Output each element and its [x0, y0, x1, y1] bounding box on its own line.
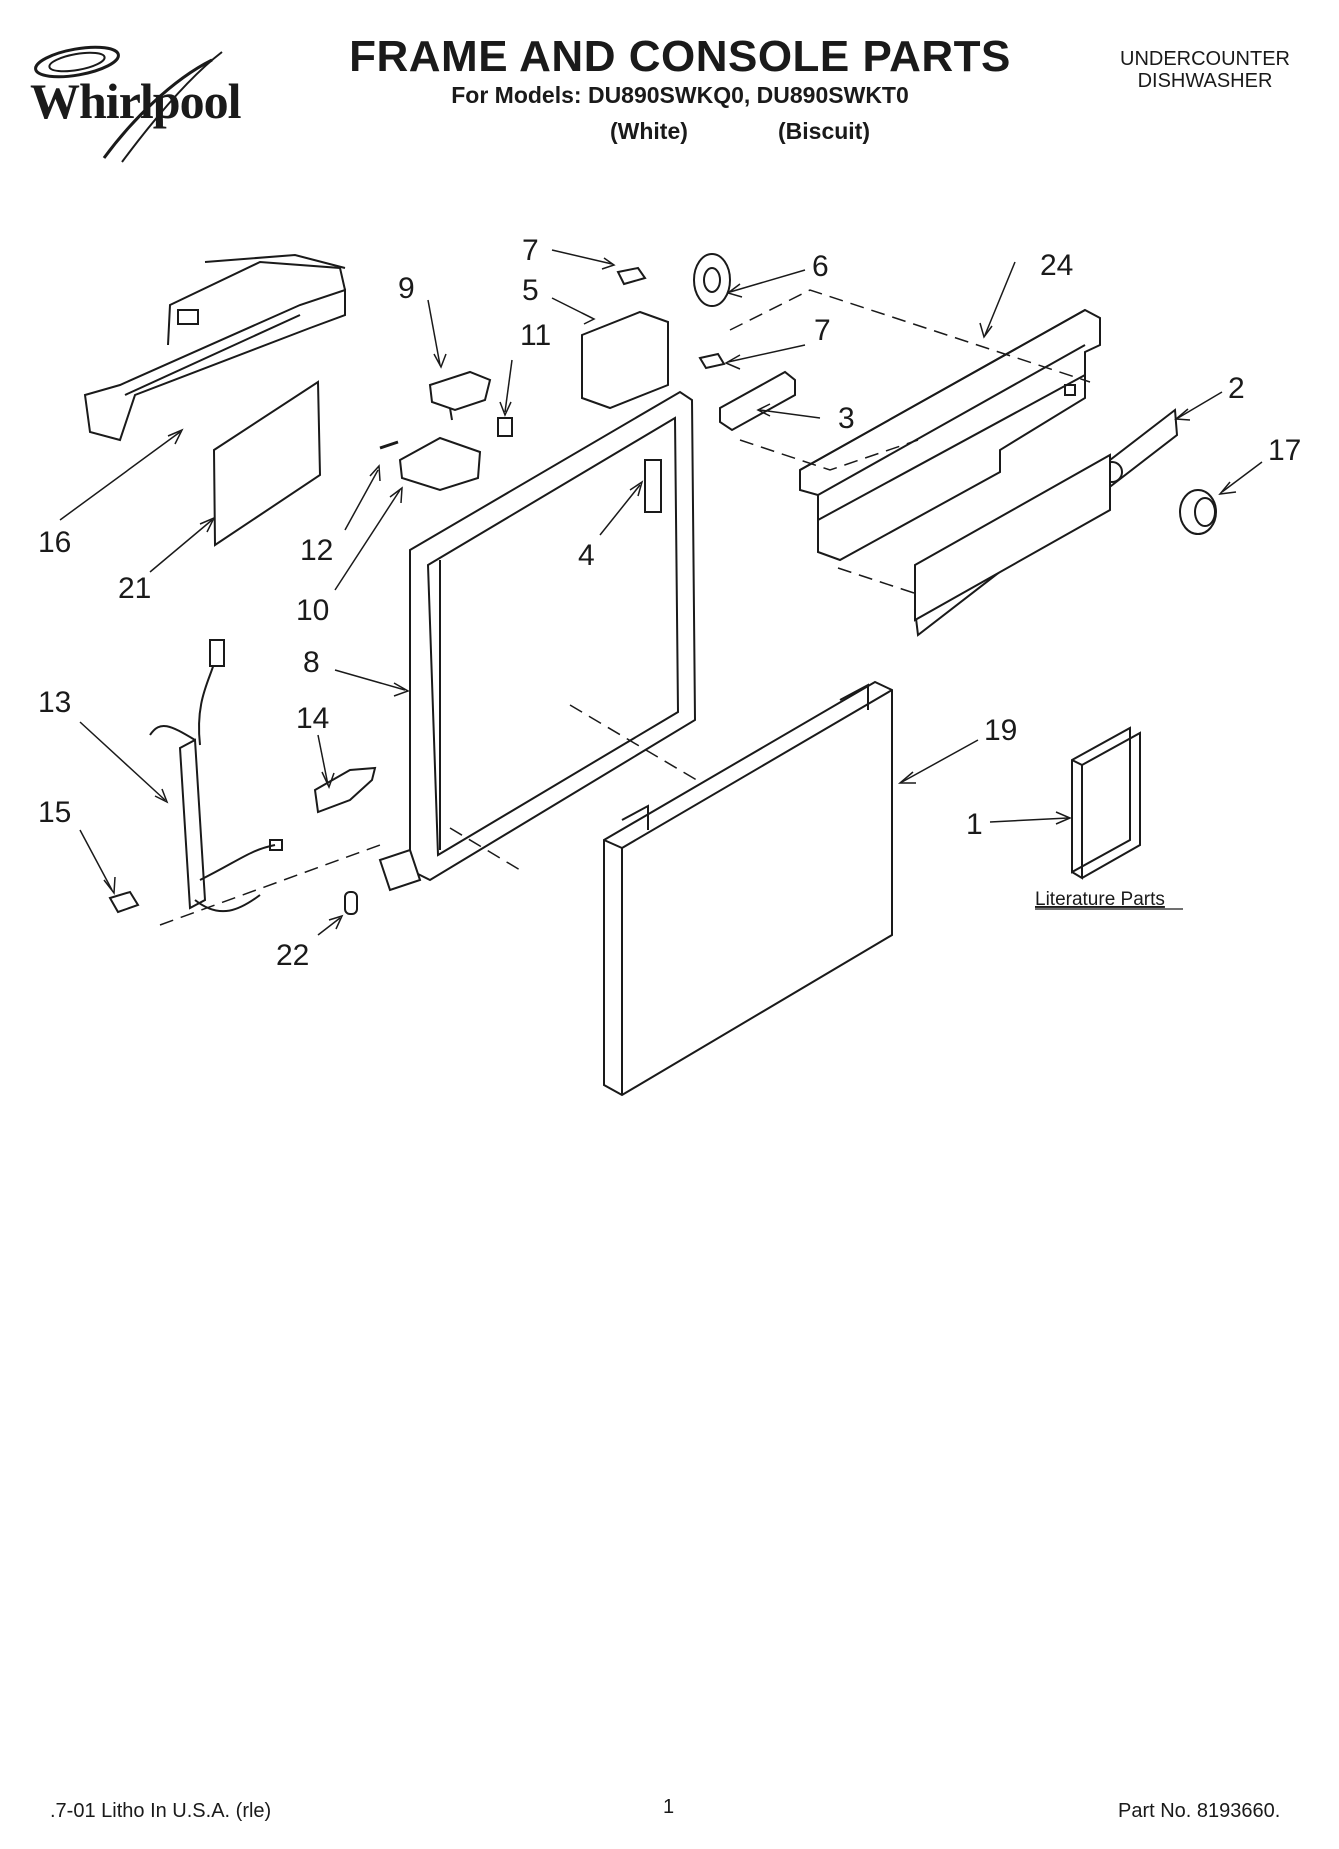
part-22-clip: [344, 891, 358, 915]
callout-5: 5: [522, 274, 539, 307]
part-16-housing: [83, 253, 346, 442]
part-number: Part No. 8193660.: [1118, 1800, 1281, 1822]
page-number: 1: [663, 1796, 675, 1818]
part-12-wire: [379, 440, 399, 450]
part-10-bracket: [398, 436, 482, 492]
callout-10: 10: [296, 594, 329, 627]
part-11-clip: [497, 417, 513, 437]
part-8-frame: [378, 390, 697, 892]
part-13-harness: [149, 639, 283, 913]
part-2-lower-panel: [914, 453, 1111, 622]
part-24-console: [799, 308, 1101, 562]
callout-4: 4: [578, 539, 595, 572]
part-17-knob: [1179, 489, 1217, 535]
literature-parts-label: Literature Parts: [1035, 889, 1165, 910]
callout-8: 8: [303, 646, 320, 679]
brand-name: Whirlpool: [30, 73, 241, 129]
callout-7-top: 7: [522, 234, 539, 267]
callout-21: 21: [118, 572, 151, 605]
leader-lines: [59, 249, 1263, 936]
callout-19: 19: [984, 714, 1017, 747]
callout-14: 14: [296, 702, 329, 735]
callout-24: 24: [1040, 249, 1073, 282]
part-9-switch: [428, 370, 492, 421]
callout-15: 15: [38, 796, 71, 829]
model-numbers: For Models: DU890SWKQ0, DU890SWKT0: [451, 82, 909, 108]
assembly-lines: [159, 289, 1091, 926]
part-7-screw-mid: [698, 352, 726, 370]
page-title: FRAME AND CONSOLE PARTS: [349, 32, 1011, 81]
part-5-module: [581, 310, 669, 410]
part-15-screw: [108, 890, 140, 914]
whirlpool-logo: [34, 45, 223, 163]
callout-2: 2: [1228, 372, 1245, 405]
callout-16: 16: [38, 526, 71, 559]
callout-3: 3: [838, 402, 855, 435]
callout-9: 9: [398, 272, 415, 305]
color-biscuit-label: (Biscuit): [778, 118, 870, 144]
callout-17: 17: [1268, 434, 1301, 467]
appliance-line-2: DISHWASHER: [1137, 70, 1273, 92]
callout-11: 11: [520, 319, 551, 352]
part-21-panel: [212, 380, 322, 547]
part-7-screw-top: [616, 266, 647, 286]
callout-12: 12: [300, 534, 333, 567]
callout-22: 22: [276, 939, 309, 972]
appliance-line-1: UNDERCOUNTER: [1120, 48, 1290, 70]
part-6-latch: [693, 253, 731, 307]
part-14-connector: [313, 766, 377, 814]
callout-7-mid: 7: [814, 314, 831, 347]
part-1-literature: [1071, 726, 1141, 880]
part-4-hinge: [644, 459, 662, 513]
callout-6: 6: [812, 250, 829, 283]
part-19-door-panel: [603, 680, 893, 1097]
footer-litho: .7-01 Litho In U.S.A. (rle): [50, 1800, 272, 1822]
part-3-bracket: [719, 370, 796, 432]
appliance-type: UNDERCOUNTER DISHWASHER: [1090, 48, 1320, 92]
color-white-label: (White): [610, 118, 688, 144]
callout-1: 1: [966, 808, 983, 841]
callout-13: 13: [38, 686, 71, 719]
